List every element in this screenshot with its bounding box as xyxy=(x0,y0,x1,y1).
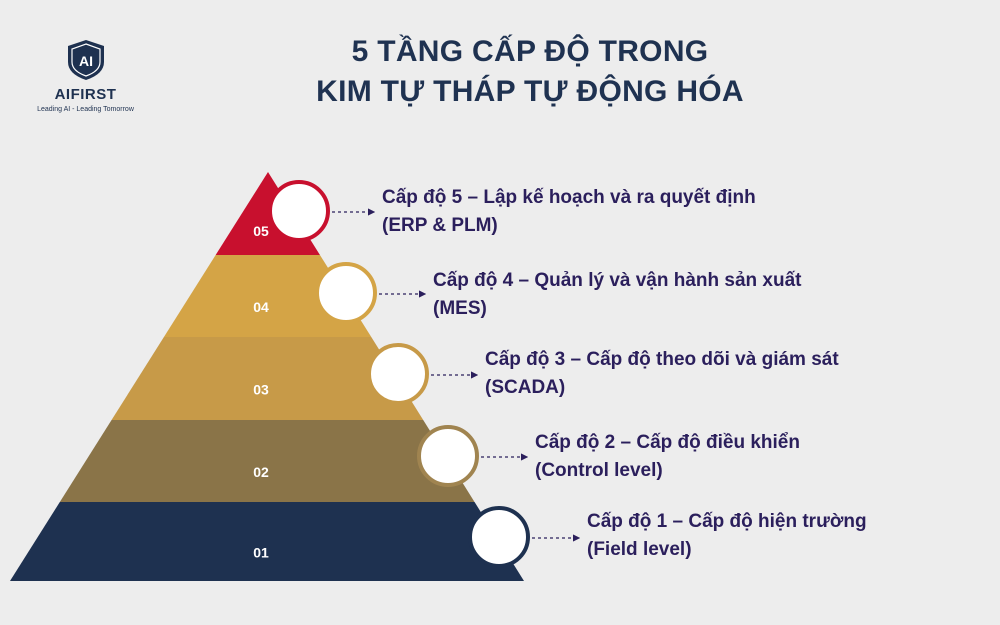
level-label-03: Cấp độ 3 – Cấp độ theo dõi và giám sát (S… xyxy=(485,346,839,402)
level-name: Cấp độ 3 – Cấp độ theo dõi và giám sát xyxy=(485,349,839,370)
tier-circle-01 xyxy=(468,506,530,568)
level-detail: (Field level) xyxy=(587,539,692,560)
pyramid-tier-03 xyxy=(111,337,424,420)
title-line-1: 5 TẦNG CẤP ĐỘ TRONG xyxy=(351,35,709,68)
level-label-02: Cấp độ 2 – Cấp độ điều khiển (Control lev… xyxy=(535,429,800,485)
level-detail: (Control level) xyxy=(535,460,663,481)
level-label-01: Cấp độ 1 – Cấp độ hiện trường (Field leve… xyxy=(587,508,867,564)
tier-number-01: 01 xyxy=(253,545,269,561)
pyramid-tier-01 xyxy=(10,502,524,581)
pyramid-tier-02 xyxy=(59,420,475,502)
level-detail: (ERP & PLM) xyxy=(382,215,498,236)
logo-mark: AI xyxy=(79,53,93,69)
brand-logo: AI AIFIRST Leading AI - Leading Tomorrow xyxy=(28,38,143,113)
pyramid-tier-04 xyxy=(163,255,372,337)
level-name: Cấp độ 5 – Lập kế hoạch và ra quyết định xyxy=(382,187,756,208)
tier-circle-03 xyxy=(367,343,429,405)
brand-name: AIFIRST xyxy=(54,86,117,103)
tier-number-03: 03 xyxy=(253,382,269,398)
level-name: Cấp độ 2 – Cấp độ điều khiển xyxy=(535,432,800,453)
level-detail: (MES) xyxy=(433,298,487,319)
level-label-04: Cấp độ 4 – Quản lý và vận hành sản xuất (… xyxy=(433,267,802,323)
tier-number-04: 04 xyxy=(253,299,269,315)
level-detail: (SCADA) xyxy=(485,377,566,398)
tier-circle-02 xyxy=(417,425,479,487)
shield-logo-icon: AI xyxy=(67,40,104,80)
tier-number-02: 02 xyxy=(253,464,269,480)
brand-tagline: Leading AI - Leading Tomorrow xyxy=(37,106,134,113)
tier-circle-05 xyxy=(268,180,330,242)
page-title: 5 TẦNG CẤP ĐỘ TRONG KIM TỰ THÁP TỰ ĐỘNG … xyxy=(180,32,880,112)
level-label-05: Cấp độ 5 – Lập kế hoạch và ra quyết định… xyxy=(382,184,756,240)
tier-number-05: 05 xyxy=(253,223,269,239)
level-name: Cấp độ 1 – Cấp độ hiện trường xyxy=(587,511,867,532)
level-name: Cấp độ 4 – Quản lý và vận hành sản xuất xyxy=(433,270,802,291)
tier-circle-04 xyxy=(315,262,377,324)
title-line-2: KIM TỰ THÁP TỰ ĐỘNG HÓA xyxy=(316,75,744,108)
